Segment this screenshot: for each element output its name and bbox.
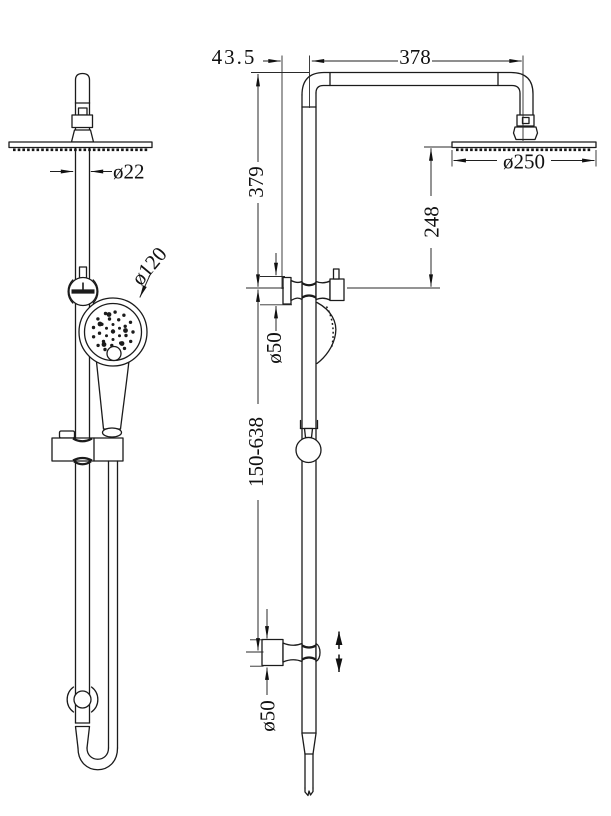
side-view	[261, 71, 597, 797]
hand-shower-handle-front	[95, 355, 131, 438]
hose-nut-ball-side	[295, 436, 322, 464]
wall-bracket-front	[66, 686, 99, 713]
dim-label-top-to-bracket: 379	[244, 166, 268, 198]
dim-label-handshower-diameter: ø120	[126, 242, 171, 290]
dim-label-arm-reach: 378	[399, 45, 431, 69]
rain-head-side	[451, 141, 597, 152]
mode-button-ring	[106, 345, 122, 362]
shower-rail-front	[74, 72, 91, 724]
gooseneck-arm-side	[301, 71, 534, 116]
hose-outlet-loop-front	[74, 722, 119, 771]
shower-rail-side	[301, 92, 317, 734]
hand-shower-side	[295, 301, 337, 464]
spray-nozzle-dots	[91, 310, 135, 352]
shower-hose-front	[107, 460, 119, 749]
diverter-knob-front	[67, 266, 99, 307]
slider-bracket-front	[51, 430, 124, 466]
dim-label-head-diameter: ø250	[503, 150, 545, 174]
wall-bracket-side	[261, 638, 321, 667]
rain-head-front	[8, 141, 153, 152]
hose-outlet-side	[301, 732, 317, 797]
dim-label-rail-diameter: ø22	[113, 160, 145, 184]
rail-top-connector-front	[70, 107, 95, 143]
dim-label-slide-range: 150-638	[244, 417, 268, 487]
leader-handshower-diameter	[139, 274, 151, 298]
dimension-annotations: 43.5 378 379 248 ø250 ø50 150-638 ø50 ø2…	[50, 45, 597, 732]
slider-bracket-side	[282, 268, 345, 305]
hand-shower-face	[78, 297, 148, 367]
front-view	[8, 72, 153, 771]
dim-label-head-to-bracket: 248	[420, 206, 444, 238]
head-ball-joint-side	[512, 114, 539, 141]
dim-label-upper-bracket: ø50	[262, 332, 286, 364]
dim-label-lower-bracket: ø50	[256, 700, 280, 732]
dim-label-wall-offset: 43.5	[212, 45, 257, 69]
